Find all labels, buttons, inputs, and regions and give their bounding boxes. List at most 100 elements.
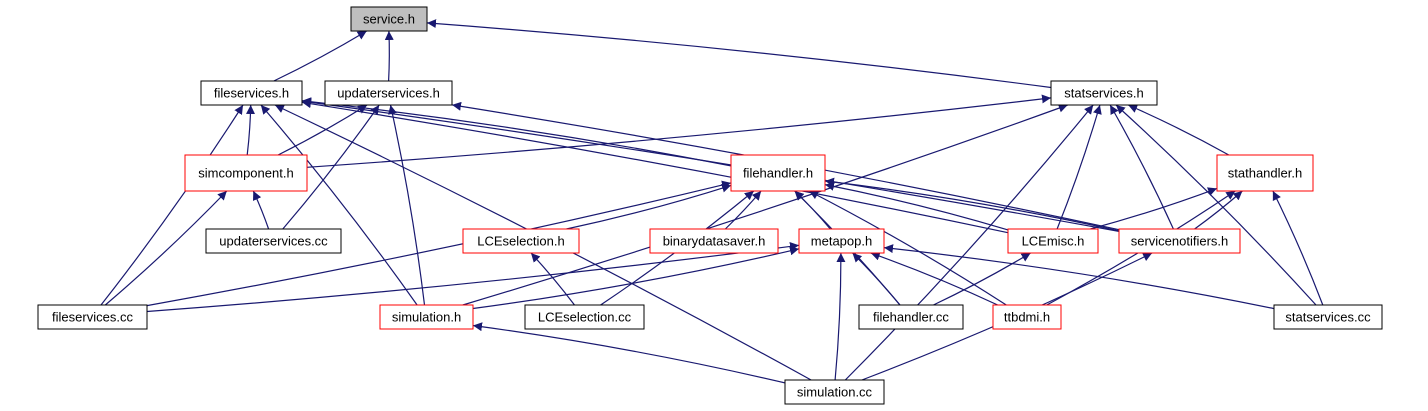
edge-ttbdmi_h-to-filehandler_h — [808, 190, 1007, 306]
edge-simcomponent_h-to-statservices_h — [306, 94, 1052, 168]
node-label: LCEselection.cc — [538, 310, 632, 325]
edge-LCEmisc_h-to-fileservices_h — [301, 99, 1009, 234]
edge-fileservices_cc-to-metapop_h — [146, 241, 800, 313]
edge-filehandler_cc-to-metapop_h — [852, 252, 901, 306]
node-statservices-h[interactable]: statservices.h — [1050, 80, 1158, 106]
node-filehandler-cc[interactable]: filehandler.cc — [858, 304, 964, 330]
edge-simcomponent_h-to-updaterservices_h — [277, 104, 368, 156]
edge-updaterservices_cc-to-updaterservices_h — [282, 104, 380, 230]
node-label: ttbdmi.h — [1004, 310, 1050, 325]
node-label: statservices.cc — [1285, 310, 1371, 325]
edge-fileservices_h-to-service_h — [273, 30, 368, 82]
node-box[interactable] — [379, 304, 474, 330]
node-label: filehandler.h — [743, 166, 813, 181]
edge-LCEmisc_h-to-statservices_h — [1056, 104, 1102, 230]
node-simcomponent-h[interactable]: simcomponent.h — [184, 154, 308, 192]
node-label: LCEselection.h — [477, 234, 564, 249]
node-label: service.h — [363, 12, 415, 27]
node-LCEmisc-h[interactable]: LCEmisc.h — [1007, 228, 1099, 254]
node-LCEselection-cc[interactable]: LCEselection.cc — [524, 304, 645, 330]
edge-ttbdmi_h-to-metapop_h — [870, 251, 998, 306]
node-label: simcomponent.h — [198, 166, 293, 181]
edge-simulation_h-to-updaterservices_h — [388, 104, 426, 306]
node-box[interactable] — [1050, 80, 1158, 106]
edge-simulation_h-to-fileservices_h — [260, 104, 418, 306]
edge-statservices_h-to-service_h — [426, 19, 1052, 89]
edge-stathandler_h-to-statservices_h — [1127, 104, 1230, 156]
node-label: simulation.h — [392, 310, 461, 325]
node-box[interactable] — [784, 379, 885, 405]
edge-simulation_h-to-statservices_h — [462, 103, 1068, 306]
node-fileservices-cc[interactable]: fileservices.cc — [37, 304, 148, 330]
edge-binarydatasaver_h-to-filehandler_h — [724, 190, 762, 230]
node-binarydatasaver-h[interactable]: binarydatasaver.h — [649, 228, 779, 254]
node-label: LCEmisc.h — [1022, 234, 1085, 249]
node-stathandler-h[interactable]: stathandler.h — [1216, 154, 1314, 192]
edge-updaterservices_cc-to-simcomponent_h — [252, 190, 270, 230]
edge-servicenotifiers_h-to-stathandler_h — [1194, 190, 1243, 230]
node-label: fileservices.cc — [52, 310, 133, 325]
node-LCEselection-h[interactable]: LCEselection.h — [462, 228, 580, 254]
node-box[interactable] — [350, 6, 428, 32]
node-box[interactable] — [205, 228, 342, 254]
edge-filehandler_cc-to-LCEmisc_h — [933, 252, 1031, 306]
edge-simcomponent_h-to-fileservices_h — [246, 104, 256, 156]
node-metapop-h[interactable]: metapop.h — [798, 228, 885, 254]
node-label: simulation.cc — [797, 385, 873, 400]
edge-LCEselection_cc-to-LCEselection_h — [530, 252, 575, 306]
edge-statservices_cc-to-metapop_h — [883, 244, 1275, 310]
node-layer: service.h fileservices.h updaterservices.h… — [37, 6, 1383, 405]
node-label: servicenotifiers.h — [1131, 234, 1229, 249]
node-label: fileservices.h — [214, 86, 289, 101]
edge-simulation_cc-to-statservices_h — [844, 104, 1094, 381]
edge-LCEmisc_h-to-filehandler_h — [824, 181, 1009, 231]
node-ttbdmi-h[interactable]: ttbdmi.h — [992, 304, 1062, 330]
edge-LCEmisc_h-to-stathandler_h — [1090, 187, 1218, 230]
node-label: stathandler.h — [1228, 166, 1302, 181]
node-box[interactable] — [1007, 228, 1099, 254]
node-box[interactable] — [1118, 228, 1241, 254]
node-box[interactable] — [992, 304, 1062, 330]
node-box[interactable] — [649, 228, 779, 254]
node-simulation-cc[interactable]: simulation.cc — [784, 379, 885, 405]
edge-servicenotifiers_h-to-statservices_h — [1109, 104, 1174, 230]
node-label: binarydatasaver.h — [663, 234, 766, 249]
edge-statservices_cc-to-stathandler_h — [1272, 190, 1324, 306]
node-label: metapop.h — [811, 234, 872, 249]
edge-updaterservices_h-to-service_h — [384, 30, 394, 82]
node-box[interactable] — [200, 80, 303, 106]
edge-servicenotifiers_h-to-filehandler_h — [824, 177, 1120, 232]
edge-statservices_cc-to-statservices_h — [1115, 104, 1317, 306]
node-box[interactable] — [324, 80, 453, 106]
node-label: updaterservices.h — [337, 86, 440, 101]
edge-fileservices_cc-to-simcomponent_h — [104, 190, 228, 306]
node-label: updaterservices.cc — [219, 234, 328, 249]
edge-fileservices_cc-to-fileservices_h — [100, 104, 244, 306]
edge-servicenotifiers_h-to-fileservices_h — [301, 97, 1120, 232]
node-box[interactable] — [524, 304, 645, 330]
node-updaterservices-cc[interactable]: updaterservices.cc — [205, 228, 342, 254]
edge-simulation_h-to-metapop_h — [472, 246, 800, 310]
node-label: filehandler.cc — [873, 310, 949, 325]
node-simulation-h[interactable]: simulation.h — [379, 304, 474, 330]
node-box[interactable] — [1273, 304, 1383, 330]
node-box[interactable] — [798, 228, 885, 254]
node-service-h[interactable]: service.h — [350, 6, 428, 32]
edge-LCEselection_h-to-filehandler_h — [566, 183, 732, 230]
node-box[interactable] — [1216, 154, 1314, 192]
node-box[interactable] — [730, 154, 826, 192]
node-box[interactable] — [184, 154, 308, 192]
edge-simulation_cc-to-simulation_h — [472, 322, 786, 384]
node-statservices-cc[interactable]: statservices.cc — [1273, 304, 1383, 330]
node-servicenotifiers-h[interactable]: servicenotifiers.h — [1118, 228, 1241, 254]
node-updaterservices-h[interactable]: updaterservices.h — [324, 80, 453, 106]
edge-layer — [100, 19, 1324, 384]
node-label: statservices.h — [1064, 86, 1143, 101]
edge-simulation_cc-to-metapop_h — [834, 252, 846, 381]
node-filehandler-h[interactable]: filehandler.h — [730, 154, 826, 192]
node-box[interactable] — [858, 304, 964, 330]
node-fileservices-h[interactable]: fileservices.h — [200, 80, 303, 106]
node-box[interactable] — [37, 304, 148, 330]
node-box[interactable] — [462, 228, 580, 254]
